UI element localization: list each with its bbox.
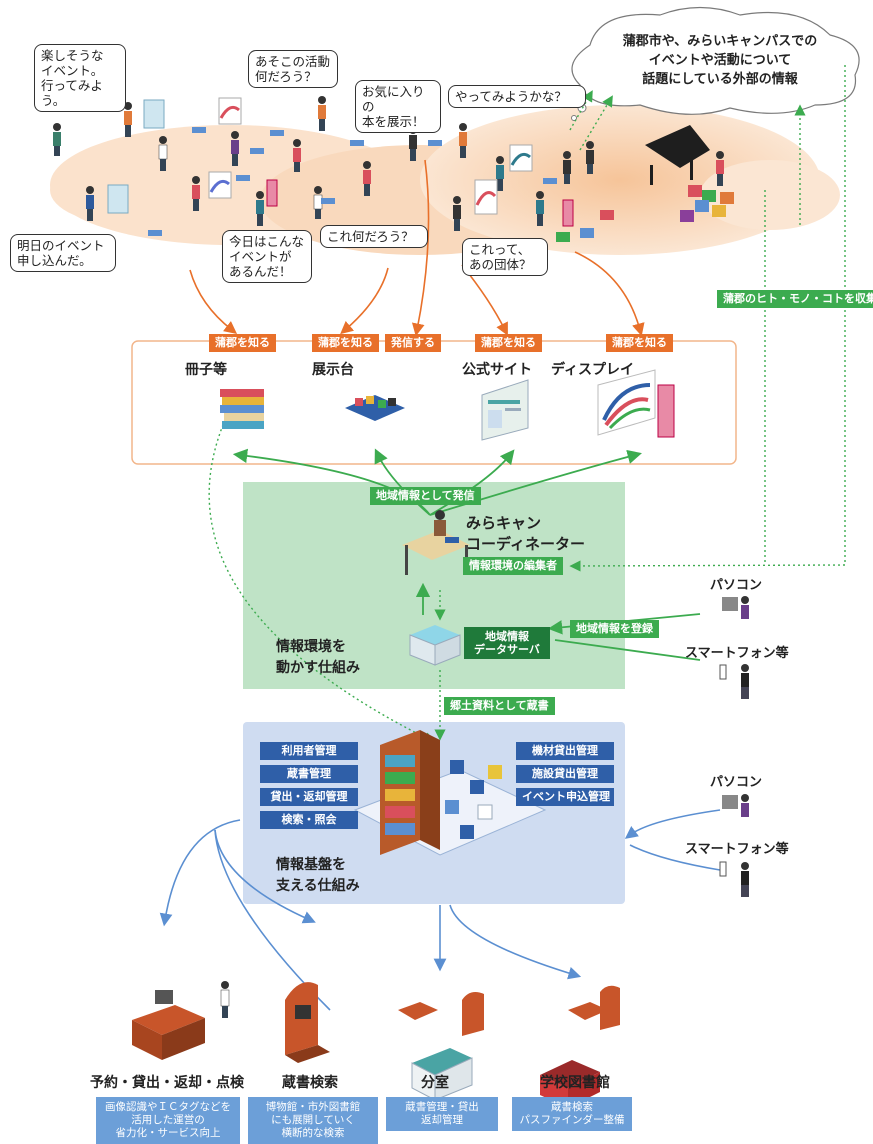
tag-regional-send: 地域情報として発信 (370, 487, 481, 505)
display-icon (597, 369, 675, 438)
pc-label-2: パソコン (710, 775, 763, 790)
puzzle-blocks (556, 185, 734, 242)
crowd-people (53, 96, 724, 231)
speech-bubble-applied-tomorrow: 明日のイベント 申し込んだ。 (10, 234, 116, 272)
channel-display-stand-label: 展示台 (312, 362, 354, 378)
bottom-desc-search: 博物館・市外図書館 にも展開していく 横断的な検索 (248, 1097, 378, 1144)
counter-illustration (132, 981, 230, 1060)
speech-bubble-favorite-book: お気に入りの 本を展示！ (355, 80, 441, 133)
pc-user-icon-1 (722, 596, 749, 619)
branch-illustration (398, 992, 484, 1101)
infra-collection-management: 蔵書管理 (260, 765, 358, 783)
search-booth-illustration (285, 982, 330, 1063)
phone-user-icon-1 (719, 664, 749, 699)
channel-booklet-label: 冊子等 (185, 362, 227, 378)
tag-know-gamagori-1: 蒲郡を知る (209, 334, 276, 352)
display-stand-icon (345, 395, 405, 421)
tag-register: 地域情報を登録 (570, 620, 659, 638)
speech-bubble-what-is-this: これ何だろう？ (320, 225, 428, 248)
support-mechanism-title: 情報基盤を 支える仕組み (276, 857, 360, 894)
infra-equipment-lending: 機材貸出管理 (516, 742, 614, 760)
speech-bubble-that-group: これって、 あの団体？ (462, 238, 548, 276)
data-server-label: 地域情報 データサーバ (464, 627, 550, 659)
crowd-displays (107, 97, 574, 227)
speech-bubble-that-activity: あそこの活動 何だろう？ (248, 50, 338, 88)
server-illustration (409, 625, 461, 666)
infra-facility-lending: 施設貸出管理 (516, 765, 614, 783)
move-mechanism-title: 情報環境を 動かす仕組み (276, 639, 360, 676)
tag-archive: 郷土資料として蔵書 (444, 697, 555, 715)
speech-bubble-todays-event: 今日はこんな イベントが あるんだ！ (222, 230, 312, 283)
bottom-desc-school-library: 蔵書検索 パスファインダー整備 (512, 1097, 632, 1131)
infra-user-management: 利用者管理 (260, 742, 358, 760)
green-dotted-lines (208, 65, 846, 743)
infra-search: 検索・照会 (260, 811, 358, 829)
coordinator-title: みらキャン コーディネーター (466, 514, 585, 553)
bottom-label-school-library: 学校図書館 (540, 1075, 610, 1091)
tag-send: 発信する (385, 334, 441, 352)
smartphone-label-2: スマートフォン等 (685, 842, 789, 857)
pc-label-1: パソコン (710, 578, 763, 593)
bottom-label-search: 蔵書検索 (282, 1075, 338, 1091)
piano-illustration (645, 125, 710, 185)
website-icon (481, 379, 529, 441)
booklet-icon (220, 389, 264, 429)
tag-know-gamagori-3: 蒲郡を知る (475, 334, 542, 352)
channel-display-label: ディスプレイ (551, 362, 635, 378)
external-info-text: 蒲郡市や、みらいキャンパスでの イベントや活動について 話題にしている外部の情報 (622, 34, 818, 87)
tag-editor: 情報環境の編集者 (463, 557, 563, 575)
bottom-desc-branch: 蔵書管理・貸出 返却管理 (386, 1097, 498, 1131)
bottom-label-lending: 予約・貸出・返却・点検 (90, 1075, 244, 1091)
tag-know-gamagori-2: 蒲郡を知る (312, 334, 379, 352)
infra-lending-management: 貸出・返却管理 (260, 788, 358, 806)
channel-website-label: 公式サイト (462, 362, 532, 378)
phone-user-icon-2 (719, 861, 749, 897)
bottom-desc-lending: 画像認識やＩＣタグなどを 活用した運営の 省力化・サービス向上 (96, 1097, 240, 1144)
smartphone-label-1: スマートフォン等 (685, 646, 789, 661)
speech-bubble-fun-event: 楽しそうな イベント。 行ってみよう。 (34, 44, 126, 112)
tag-collect: 蒲郡のヒト・モノ・コトを収集 (717, 290, 873, 308)
bottom-label-branch: 分室 (421, 1075, 449, 1091)
tag-know-gamagori-4: 蒲郡を知る (606, 334, 673, 352)
bookshelf-illustration (353, 730, 547, 856)
crowd-ground (50, 105, 840, 255)
pc-user-icon-2 (722, 794, 749, 817)
infra-event-application: イベント申込管理 (516, 788, 614, 806)
speech-bubble-lets-try: やってみようかな？ (448, 85, 586, 108)
